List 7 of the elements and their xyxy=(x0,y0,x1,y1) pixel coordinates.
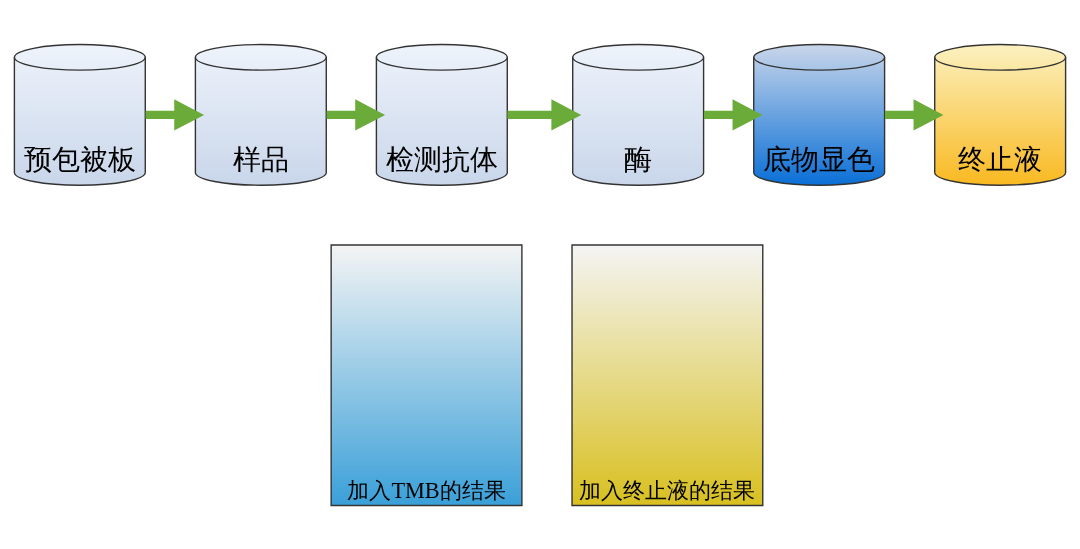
arrow xyxy=(703,98,763,131)
arrow xyxy=(145,98,205,131)
arrow xyxy=(507,98,582,131)
arrow xyxy=(884,98,944,131)
node-box: 加入TMB的结果 xyxy=(330,243,523,506)
arrow xyxy=(326,98,386,131)
node-box: 加入终止液的结果 xyxy=(571,243,764,506)
